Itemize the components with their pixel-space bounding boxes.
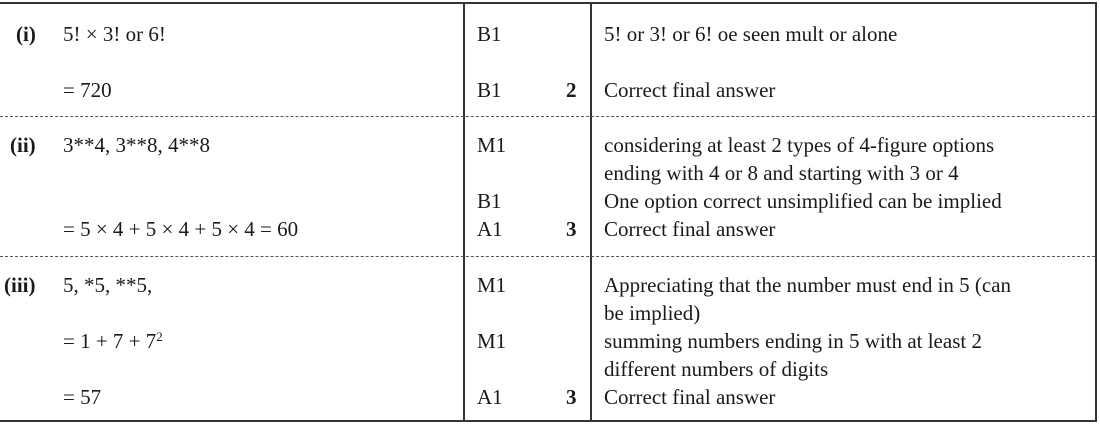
working-iii-2: = 1 + 7 + 72 bbox=[63, 327, 163, 355]
mark-ii-1: M1 bbox=[477, 133, 507, 157]
mark-ii-2: B1 bbox=[477, 189, 502, 213]
row-divider-1 bbox=[0, 116, 1095, 117]
mark-iii-2: M1 bbox=[477, 329, 507, 353]
guidance-iii-2b: different numbers of digits bbox=[604, 357, 829, 381]
guidance-iii-3: Correct final answer bbox=[604, 385, 776, 409]
mark-i-2: B1 bbox=[477, 78, 502, 102]
mark-i-1: B1 bbox=[477, 22, 502, 46]
working-ii-3: = 5 × 4 + 5 × 4 + 5 × 4 = 60 bbox=[63, 217, 299, 241]
total-marks-ii: 3 bbox=[566, 217, 577, 241]
column-divider-marks-guidance bbox=[590, 4, 592, 420]
working-i-1: 5! × 3! or 6! bbox=[63, 22, 166, 46]
mark-iii-3: A1 bbox=[477, 385, 503, 409]
guidance-iii-1a: Appreciating that the number must end in… bbox=[604, 273, 1012, 297]
row-divider-2 bbox=[0, 256, 1095, 257]
guidance-ii-1b: ending with 4 or 8 and starting with 3 o… bbox=[604, 161, 959, 185]
working-i-2: = 720 bbox=[63, 78, 112, 102]
guidance-ii-1a: considering at least 2 types of 4-figure… bbox=[604, 133, 995, 157]
total-marks-i: 2 bbox=[566, 78, 577, 102]
guidance-iii-2a: summing numbers ending in 5 with at leas… bbox=[604, 329, 982, 353]
working-iii-1: 5, *5, **5, bbox=[63, 273, 153, 297]
guidance-i-1: 5! or 3! or 6! oe seen mult or alone bbox=[604, 22, 898, 46]
working-ii-1: 3**4, 3**8, 4**8 bbox=[63, 133, 210, 157]
part-label-iii: (iii) bbox=[4, 273, 36, 297]
guidance-ii-3: Correct final answer bbox=[604, 217, 776, 241]
part-label-i: (i) bbox=[16, 22, 36, 46]
guidance-ii-2: One option correct unsimplified can be i… bbox=[604, 189, 1002, 213]
mark-ii-3: A1 bbox=[477, 217, 503, 241]
column-divider-working-marks bbox=[463, 4, 465, 420]
working-iii-2-base: = 1 + 7 + 7 bbox=[63, 329, 157, 353]
working-iii-2-exponent: 2 bbox=[156, 329, 163, 344]
working-iii-3: = 57 bbox=[63, 385, 102, 409]
part-label-ii: (ii) bbox=[10, 133, 36, 157]
guidance-iii-1b: be implied) bbox=[604, 301, 701, 325]
mark-iii-1: M1 bbox=[477, 273, 507, 297]
total-marks-iii: 3 bbox=[566, 385, 577, 409]
guidance-i-2: Correct final answer bbox=[604, 78, 776, 102]
